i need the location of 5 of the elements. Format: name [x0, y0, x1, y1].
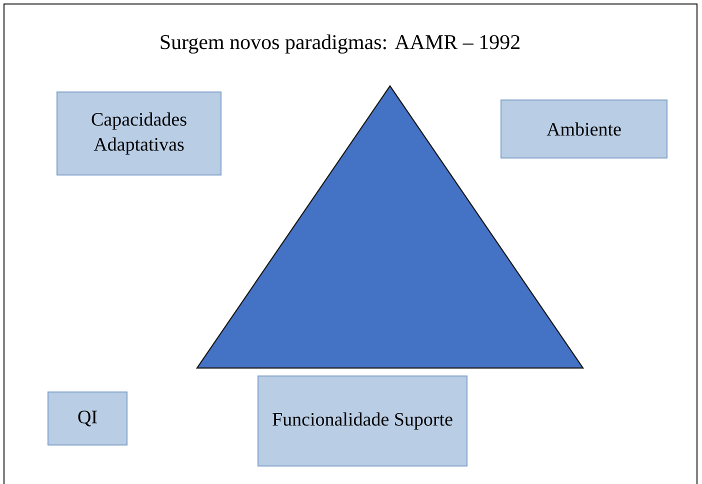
text-box: Ambiente [500, 100, 668, 158]
text-box: Capacidades Adaptativas [56, 92, 222, 176]
text-box: Funcionalidade Suporte [258, 376, 468, 466]
text-box: QI [48, 392, 128, 446]
title: Surgem novos paradigmas: AAMR – 1992 [160, 34, 520, 54]
